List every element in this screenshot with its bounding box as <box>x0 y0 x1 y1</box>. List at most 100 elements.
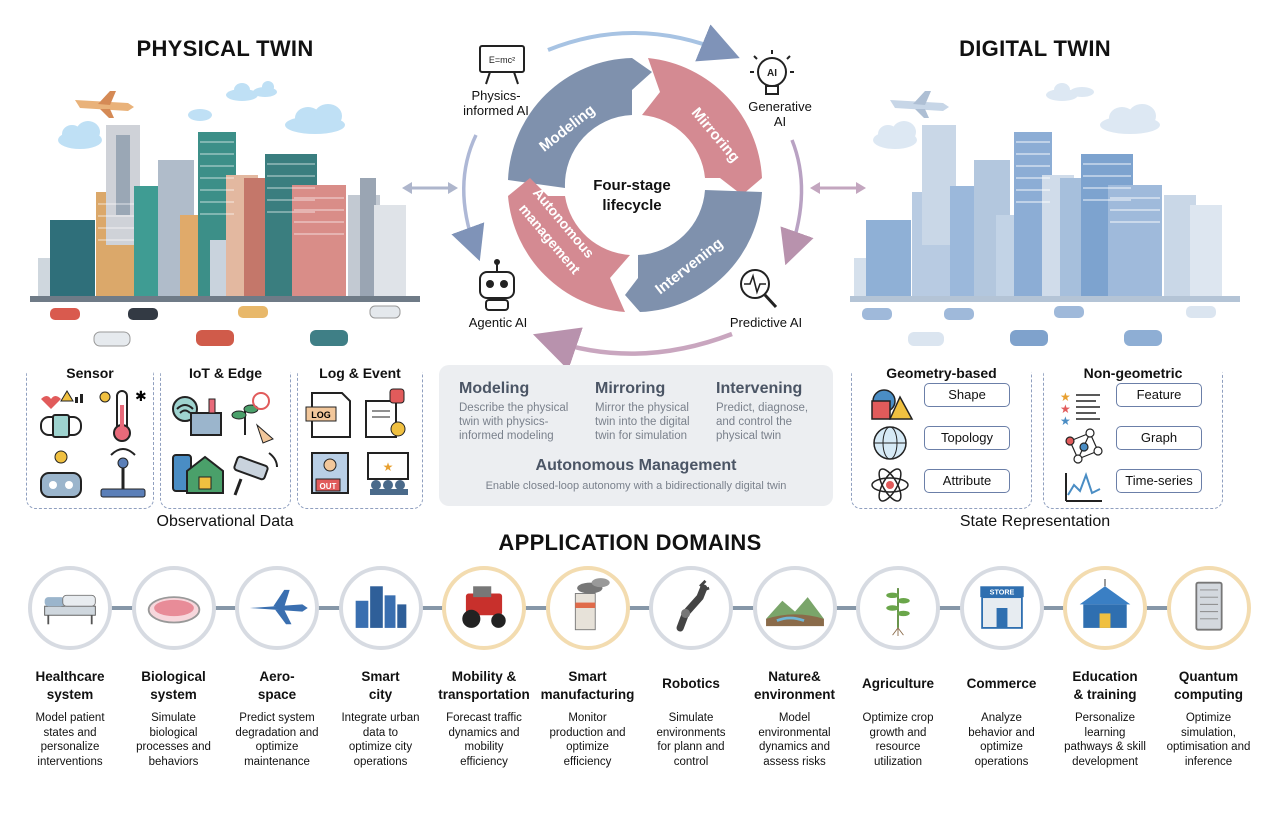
domain-icon-circle <box>1166 566 1251 650</box>
physical-twin-title: PHYSICAL TWIN <box>136 36 314 61</box>
geometry-panel-title: Geometry-based <box>852 365 1031 381</box>
svg-text:★: ★ <box>1060 414 1071 428</box>
graph-nodes-icon <box>1065 428 1103 464</box>
hospital-bed-icon <box>44 594 96 625</box>
domain-icon-circle <box>545 566 630 650</box>
sensor-panel-title: Sensor <box>27 365 153 381</box>
svg-text:✱: ✱ <box>135 389 147 405</box>
domain-name: Commerce <box>966 676 1037 691</box>
center-label-1: Four-stage <box>593 177 671 194</box>
time-series-tag: Time-series <box>1116 469 1202 493</box>
right-cycle-arrow <box>780 139 814 266</box>
airplane-icon <box>890 91 949 118</box>
log-event-panel-title: Log & Event <box>298 365 422 381</box>
digital-buildings <box>850 125 1240 302</box>
lifecycle-ring <box>508 58 762 312</box>
mirroring-segment <box>642 58 762 195</box>
plant-touch-icon <box>231 392 274 444</box>
physical-to-lifecycle-arrow <box>402 182 458 194</box>
svg-text:★: ★ <box>383 460 394 474</box>
lifecycle-diagram: Four-stage lifecycle Modeling Mirroring … <box>451 24 814 370</box>
geometry-panel: Geometry-based Shape Topology Attribute <box>851 365 1032 509</box>
svg-text:LOG: LOG <box>311 410 331 420</box>
iot-icons <box>172 392 278 496</box>
atom-icon <box>871 468 909 502</box>
domains-connector-line <box>60 606 1200 610</box>
store-icon: STORE <box>979 586 1024 629</box>
domain-name: Agriculture <box>861 676 934 691</box>
domain-name: Education& training <box>1072 669 1138 702</box>
domain-icon-circle <box>752 566 837 650</box>
domain-name: Aero-space <box>257 669 297 702</box>
modeling-stage-title: Modeling <box>459 380 530 397</box>
topology-tag: Topology <box>924 426 1010 450</box>
domain-name: Nature&environment <box>753 669 835 702</box>
observational-data-caption: Observational Data <box>156 513 294 530</box>
airplane-icon <box>249 589 308 625</box>
cctv-camera-icon <box>233 452 278 496</box>
sensor-icons: ✱ <box>40 389 147 498</box>
server-rack-icon <box>1194 581 1223 631</box>
nongeometric-panel: Non-geometric ★★★ Feature Graph Time-ser… <box>1043 365 1223 509</box>
domain-icon-circle <box>856 566 940 650</box>
left-cycle-arrow <box>451 134 485 262</box>
petri-dish-icon <box>147 596 200 624</box>
agentic-ai-label: Agentic AI <box>468 315 528 330</box>
antenna-sensor-icon <box>100 448 146 498</box>
state-representation-caption: State Representation <box>959 513 1111 530</box>
domain-icon-circle <box>131 566 216 650</box>
geometry-icons <box>871 389 914 502</box>
application-domains-title: APPLICATION DOMAINS <box>498 530 762 555</box>
svg-text:★: ★ <box>1060 402 1071 416</box>
domain-name: Robotics <box>662 676 720 691</box>
globe-network-icon <box>873 426 907 460</box>
robot-arm-icon <box>676 579 710 632</box>
car-icon <box>862 306 1216 346</box>
log-file-icon: LOG <box>305 392 351 438</box>
physical-buildings <box>30 125 420 302</box>
factory-wifi-icon <box>172 396 222 436</box>
skyline-icon <box>355 586 406 628</box>
domain-icon-circle <box>649 566 733 650</box>
feature-tag: Feature <box>1116 383 1202 407</box>
thermometer-icon: ✱ <box>99 389 147 442</box>
attribute-tag: Attribute <box>924 469 1010 493</box>
school-icon <box>1079 579 1131 628</box>
intervening-stage-title: Intervening <box>716 380 803 397</box>
center-label-2: lifecycle <box>602 197 661 214</box>
graph-tag: Graph <box>1116 426 1202 450</box>
feature-list-icon: ★★★ <box>1060 390 1100 428</box>
top-cycle-arrow <box>547 24 740 62</box>
lifecycle-to-digital-arrow <box>810 182 866 194</box>
plant-icon <box>886 588 910 637</box>
modeling-segment <box>508 58 652 188</box>
domain-icon-circle <box>235 566 319 650</box>
smart-home-lock-icon <box>172 454 224 494</box>
document-gear-icon <box>365 388 406 438</box>
nongeometric-panel-title: Non-geometric <box>1044 365 1222 381</box>
autonomous-stage-title: Autonomous Management <box>535 457 737 474</box>
cloud-icon <box>873 83 1160 149</box>
digital-city-illustration <box>850 83 1240 346</box>
svg-text:AI: AI <box>767 68 777 79</box>
nongeometric-icons: ★★★ <box>1060 390 1103 502</box>
domain-icon-circle: STORE <box>959 566 1044 650</box>
svg-text:OUT: OUT <box>320 482 337 491</box>
sensor-panel: Sensor ✱ <box>26 365 154 509</box>
